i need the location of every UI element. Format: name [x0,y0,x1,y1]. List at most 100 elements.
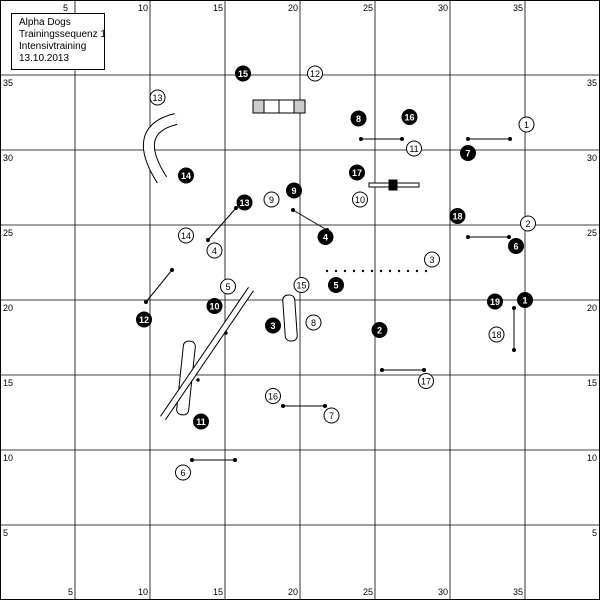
jump-hurdle [512,306,516,352]
open-number-marker-label: 12 [310,69,320,79]
open-number-marker-circle [206,242,223,259]
open-number-marker: 13 [149,89,166,106]
filled-number-marker-circle [193,413,209,430]
open-number-marker: 15 [293,277,310,293]
filled-number-marker: 13 [236,194,253,211]
open-number-marker-label: 16 [268,392,278,402]
jump-hurdle [144,268,174,304]
jump-hurdle [206,206,238,242]
filled-number-marker: 8 [350,110,367,127]
tick-label-bottom: 30 [438,587,448,597]
course-info-box: Alpha Dogs Trainingssequenz 1 Intensivtr… [11,13,106,70]
filled-number-marker-label: 2 [377,326,382,336]
jump-hurdle [190,458,237,462]
filled-number-marker-circle [286,182,302,199]
tick-label-bottom: 10 [138,587,148,597]
filled-number-marker-label: 4 [323,233,328,243]
open-number-marker: 4 [206,242,223,259]
filled-number-marker: 9 [286,182,302,199]
long-jump [368,179,420,191]
open-number-marker-label: 15 [296,281,306,291]
filled-number-marker-label: 12 [139,315,149,325]
open-number-marker-circle [418,373,434,389]
open-number-marker: 1 [518,116,535,133]
filled-number-marker: 19 [487,293,503,310]
tick-label-top: 5 [63,3,68,13]
open-number-marker: 16 [265,388,281,404]
filled-number-marker-label: 1 [522,296,527,306]
filled-number-marker-circle [206,298,223,314]
filled-number-marker-label: 6 [513,242,518,252]
open-number-marker: 14 [178,227,194,244]
open-number-marker-label: 13 [152,93,162,103]
tick-label-bottom: 35 [513,587,523,597]
open-number-marker-circle [424,251,440,268]
tick-label-top: 30 [438,3,448,13]
jump-hurdle [466,137,512,141]
filled-number-marker-circle [349,164,365,181]
tick-label-left: 25 [3,228,13,238]
open-number-marker-circle [175,464,191,481]
filled-number-marker-circle [401,109,418,125]
sequence-name: Trainingssequenz 1 [19,29,106,40]
open-number-marker-label: 10 [355,195,365,205]
filled-number-marker-circle [178,167,194,184]
open-number-marker-label: 6 [180,468,185,478]
tick-label-right: 30 [587,153,597,163]
tick-label-left: 10 [3,453,13,463]
left-axis-labels: 35 30 25 20 15 10 5 [3,78,13,538]
open-number-marker-circle [149,89,166,106]
filled-number-marker-label: 16 [404,113,414,123]
tire-obstacle [252,99,306,114]
filled-number-marker: 7 [460,145,476,161]
filled-number-marker-label: 5 [333,281,338,291]
dog-walk [160,287,254,420]
open-number-marker-label: 14 [181,231,191,241]
filled-number-marker-label: 7 [465,149,470,159]
filled-number-marker-circle [328,277,344,293]
filled-number-marker: 1 [517,292,533,308]
tick-label-top: 20 [288,3,298,13]
tick-label-right: 15 [587,378,597,388]
open-number-marker: 8 [305,314,322,331]
jump-hurdle [380,368,426,372]
filled-number-marker-circle [487,293,503,310]
filled-number-marker: 6 [508,238,524,254]
filled-number-marker: 16 [401,109,418,125]
open-number-marker-circle [488,326,505,343]
tick-label-bottom: 5 [68,587,73,597]
right-axis-labels: 35 30 25 20 15 10 5 [587,78,597,538]
filled-number-marker: 10 [206,298,223,314]
filled-number-marker-circle [317,229,334,245]
open-number-marker-circle [406,140,422,157]
jump-hurdle [466,235,511,239]
tick-label-right: 5 [592,528,597,538]
open-number-marker-circle [323,407,340,424]
filled-number-marker-label: 19 [490,297,500,307]
tick-label-bottom: 15 [213,587,223,597]
open-number-marker: 5 [220,278,236,295]
filled-number-marker-circle [350,110,367,127]
open-number-marker-label: 18 [491,330,501,340]
open-number-marker-circle [178,227,194,244]
course-date: 13.10.2013 [19,53,70,64]
filled-number-marker: 4 [317,229,334,245]
open-number-marker: 7 [323,407,340,424]
tick-label-left: 35 [3,78,13,88]
open-number-marker-label: 11 [409,144,418,154]
jump-hurdle [359,137,404,141]
filled-number-marker-label: 13 [239,198,249,208]
straight-tunnel [282,294,298,342]
filled-number-marker-label: 14 [181,171,191,181]
filled-number-marker-circle [517,292,533,308]
filled-number-marker-label: 17 [352,168,362,178]
filled-number-marker: 18 [449,208,466,224]
open-number-marker-label: 8 [311,318,316,328]
filled-number-marker-label: 11 [196,417,206,427]
filled-number-marker-circle [235,65,251,82]
tick-label-left: 5 [3,528,8,538]
filled-number-marker-label: 15 [238,69,248,79]
open-number-marker: 6 [175,464,191,481]
